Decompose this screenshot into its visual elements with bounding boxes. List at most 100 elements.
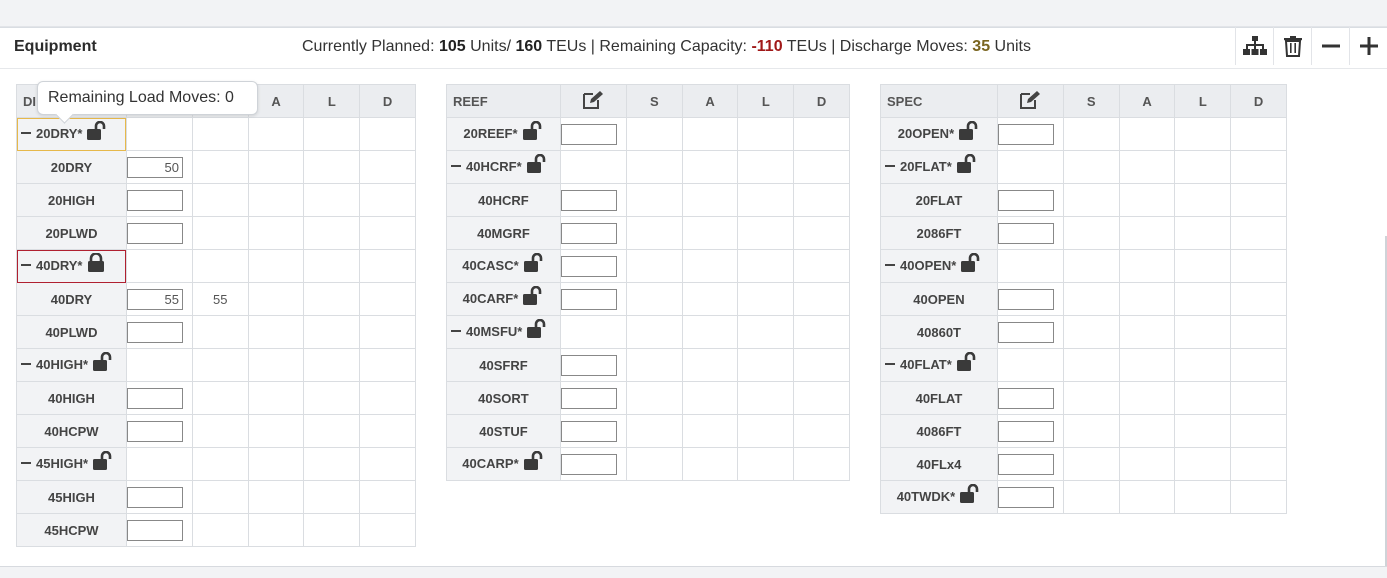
- edit-column-header[interactable]: [996, 84, 1064, 118]
- expand-button[interactable]: [1349, 27, 1387, 65]
- l-value-cell: [303, 117, 361, 151]
- quantity-input[interactable]: [997, 486, 1054, 508]
- equipment-code: 45HIGH*: [36, 455, 89, 471]
- equipment-group-label[interactable]: 40OPEN*: [880, 249, 998, 283]
- s-value-cell: [1062, 480, 1120, 514]
- quantity-input[interactable]: [560, 354, 617, 376]
- unlock-icon[interactable]: [522, 285, 544, 309]
- quantity-input[interactable]: [560, 123, 617, 145]
- equipment-group-label[interactable]: 40MSFU*: [446, 315, 561, 349]
- l-value-cell: [303, 414, 361, 448]
- quantity-input[interactable]: [126, 156, 183, 178]
- d-value-cell: [793, 414, 850, 448]
- unlock-icon[interactable]: [92, 450, 114, 474]
- quantity-input[interactable]: [560, 222, 617, 244]
- unlock-icon[interactable]: [959, 483, 981, 507]
- quantity-input[interactable]: [997, 123, 1054, 145]
- collapse-icon[interactable]: [21, 363, 31, 365]
- quantity-input[interactable]: [126, 222, 183, 244]
- capacity-summary: Currently Planned: 105 Units/ 160 TEUs |…: [302, 38, 1031, 56]
- collapse-icon[interactable]: [451, 165, 461, 167]
- unlock-icon[interactable]: [526, 153, 548, 177]
- a-value-cell: [247, 183, 305, 217]
- equipment-type-label: 40HIGH: [16, 381, 127, 415]
- quantity-input[interactable]: [560, 453, 617, 475]
- unlock-icon[interactable]: [523, 252, 545, 276]
- equipment-row: 40HCRF*: [446, 150, 850, 184]
- quantity-input[interactable]: [997, 321, 1054, 343]
- s-value-cell: [625, 348, 683, 382]
- collapse-icon[interactable]: [885, 264, 895, 266]
- equipment-group-label[interactable]: 40HIGH*: [16, 348, 127, 382]
- equipment-group-label[interactable]: 40FLAT*: [880, 348, 998, 382]
- unlock-icon[interactable]: [960, 252, 982, 276]
- collapse-icon[interactable]: [21, 132, 31, 134]
- collapse-button[interactable]: [1311, 27, 1349, 65]
- quantity-input[interactable]: [997, 222, 1054, 244]
- s-value-cell: [625, 249, 683, 283]
- quantity-input[interactable]: [126, 288, 183, 310]
- collapse-icon[interactable]: [885, 165, 895, 167]
- l-value-cell: [303, 447, 361, 481]
- quantity-input[interactable]: [560, 288, 617, 310]
- l-value-cell: [1174, 117, 1232, 151]
- equipment-group-label[interactable]: 20FLAT*: [880, 150, 998, 184]
- edit-column-header[interactable]: [559, 84, 627, 118]
- quantity-input[interactable]: [126, 387, 183, 409]
- equipment-row: 20DRY: [16, 150, 416, 184]
- unlock-icon[interactable]: [958, 120, 980, 144]
- equipment-type-label: 40STUF: [446, 414, 561, 448]
- collapse-icon[interactable]: [21, 462, 31, 464]
- unlock-icon[interactable]: [956, 351, 978, 375]
- quantity-input[interactable]: [560, 420, 617, 442]
- a-value-cell: [1118, 282, 1176, 316]
- unlock-icon[interactable]: [526, 318, 548, 342]
- d-column-header: D: [359, 84, 416, 118]
- d-value-cell: [793, 117, 850, 151]
- collapse-icon[interactable]: [885, 363, 895, 365]
- quantity-input[interactable]: [560, 189, 617, 211]
- collapse-icon[interactable]: [451, 330, 461, 332]
- remaining-capacity: -110: [751, 38, 783, 55]
- equipment-code: 20PLWD: [45, 225, 98, 241]
- edit-cell: [125, 150, 193, 184]
- equipment-type-label: 20OPEN*: [880, 117, 998, 151]
- equipment-header: Equipment Currently Planned: 105 Units/ …: [0, 27, 1387, 69]
- unlock-icon[interactable]: [956, 153, 978, 177]
- load-moves-tooltip: Remaining Load Moves: 0: [37, 81, 258, 115]
- equipment-group-label[interactable]: 20DRY*: [16, 117, 127, 151]
- quantity-input[interactable]: [997, 189, 1054, 211]
- edit-cell: [559, 315, 627, 349]
- quantity-input[interactable]: [126, 321, 183, 343]
- quantity-input[interactable]: [126, 519, 183, 541]
- hierarchy-button[interactable]: [1235, 27, 1273, 65]
- l-value-cell: [1174, 150, 1232, 184]
- equipment-code: 40DRY: [50, 291, 93, 307]
- quantity-input[interactable]: [560, 255, 617, 277]
- quantity-input[interactable]: [997, 420, 1054, 442]
- quantity-input[interactable]: [126, 486, 183, 508]
- unlock-icon[interactable]: [523, 450, 545, 474]
- equipment-group-label[interactable]: 40DRY*: [16, 249, 127, 283]
- s-value-cell: [625, 216, 683, 250]
- collapse-icon[interactable]: [21, 264, 31, 266]
- equipment-code: 40CASC*: [462, 257, 519, 273]
- quantity-input[interactable]: [997, 288, 1054, 310]
- delete-button[interactable]: [1273, 27, 1311, 65]
- equipment-group-label[interactable]: 45HIGH*: [16, 447, 127, 481]
- lock-icon[interactable]: [86, 251, 106, 276]
- unlock-icon[interactable]: [92, 351, 114, 375]
- equipment-group-label[interactable]: 40HCRF*: [446, 150, 561, 184]
- quantity-input[interactable]: [997, 453, 1054, 475]
- quantity-input[interactable]: [560, 387, 617, 409]
- unlock-icon[interactable]: [86, 120, 108, 144]
- unlock-icon[interactable]: [522, 120, 544, 144]
- s-column-header: S: [1062, 84, 1120, 118]
- quantity-input[interactable]: [997, 387, 1054, 409]
- quantity-input[interactable]: [126, 420, 183, 442]
- quantity-input[interactable]: [126, 189, 183, 211]
- l-value-cell: [303, 348, 361, 382]
- equipment-row: 40PLWD: [16, 315, 416, 349]
- s-value-cell: [1062, 414, 1120, 448]
- edit-cell: [559, 348, 627, 382]
